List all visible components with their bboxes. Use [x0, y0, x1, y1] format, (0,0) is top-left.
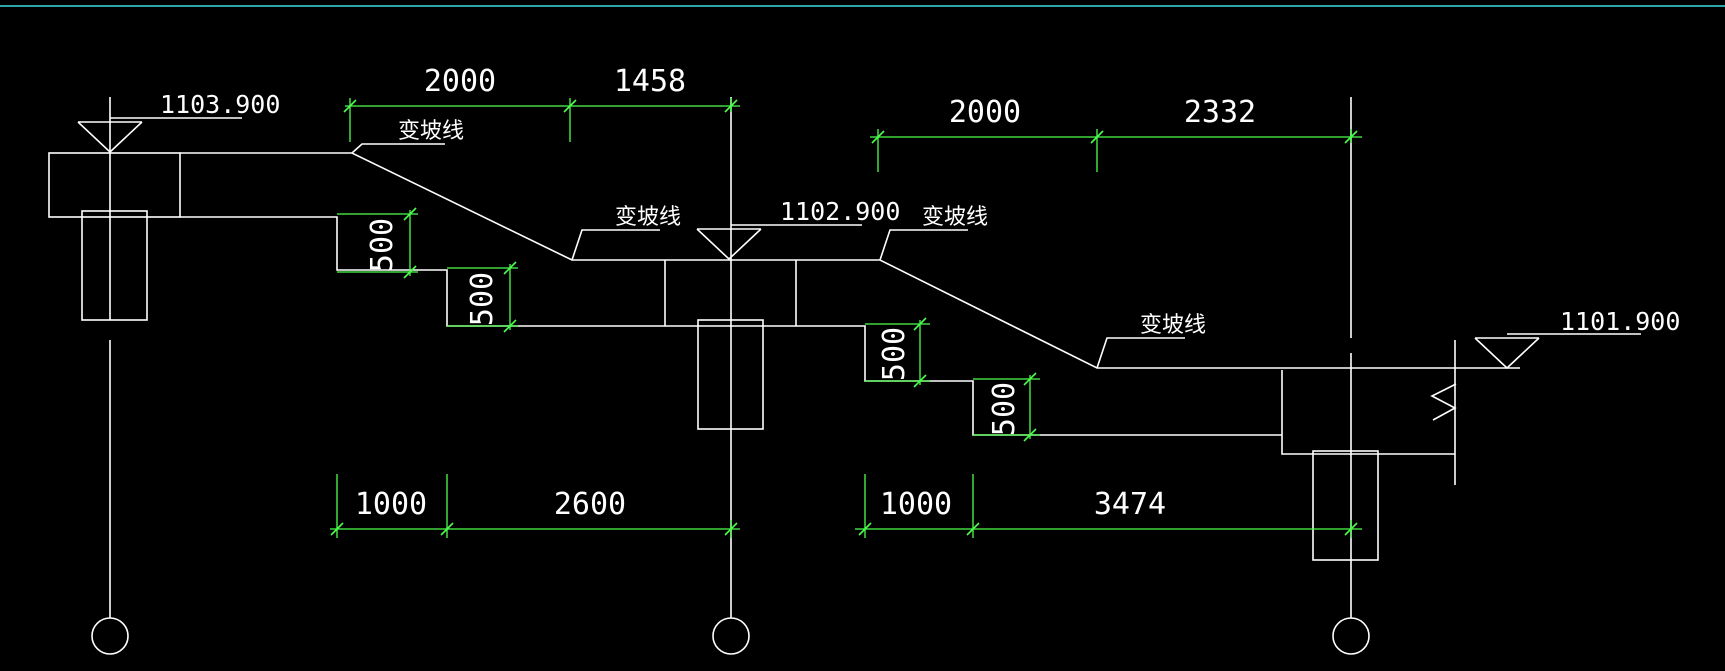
dimension-lines: [330, 98, 1362, 538]
pile-left: [81, 210, 148, 321]
top-profile-right: [796, 259, 1520, 369]
slope-label-2: 变坡线: [615, 205, 681, 230]
dim-top-3: 2000: [949, 95, 1021, 130]
step-dim-1: 500: [365, 218, 400, 272]
step-dim-4: 500: [987, 382, 1022, 436]
break-symbol: [1430, 383, 1457, 421]
top-profile-left: [180, 152, 796, 261]
axis-bubble-left: [91, 617, 129, 655]
dim-bottom-3: 1000: [880, 487, 952, 522]
bottom-steps-left: [180, 216, 665, 327]
dim-top-4: 2332: [1184, 95, 1256, 130]
axis-bubble-right: [1332, 617, 1370, 655]
dim-top-1: 2000: [424, 64, 496, 99]
step-dim-3: 500: [877, 327, 912, 381]
viewport-top-border: [0, 0, 1725, 7]
level-label-right: 1101.900: [1560, 307, 1680, 336]
pile-cap-right: [1281, 370, 1455, 455]
axis-bubble-middle: [712, 617, 750, 655]
slope-leader-1: [351, 143, 445, 154]
level-marker-right: [1474, 337, 1540, 370]
drawing-text: 1103.900 1102.900 1101.900 变坡线 变坡线 变坡线 变…: [160, 64, 1680, 522]
slope-label-4: 变坡线: [1140, 313, 1206, 338]
slope-label-3: 变坡线: [922, 205, 988, 230]
slope-label-1: 变坡线: [398, 119, 464, 144]
level-marker-middle: [696, 228, 762, 261]
slope-leader-2: [571, 229, 660, 261]
slope-leader-4: [1096, 337, 1185, 369]
level-label-left: 1103.900: [160, 90, 280, 119]
dim-bottom-4: 3474: [1094, 487, 1166, 522]
level-label-middle: 1102.900: [780, 197, 900, 226]
structure-lines: [48, 97, 1641, 655]
pile-right: [1312, 450, 1379, 561]
level-marker-left: [77, 121, 143, 154]
pile-cap-left: [48, 152, 181, 218]
dim-top-2: 1458: [614, 64, 686, 99]
dim-bottom-2: 2600: [554, 487, 626, 522]
slope-leader-3: [879, 229, 968, 261]
step-dim-2: 500: [465, 272, 500, 326]
dim-bottom-1: 1000: [355, 487, 427, 522]
